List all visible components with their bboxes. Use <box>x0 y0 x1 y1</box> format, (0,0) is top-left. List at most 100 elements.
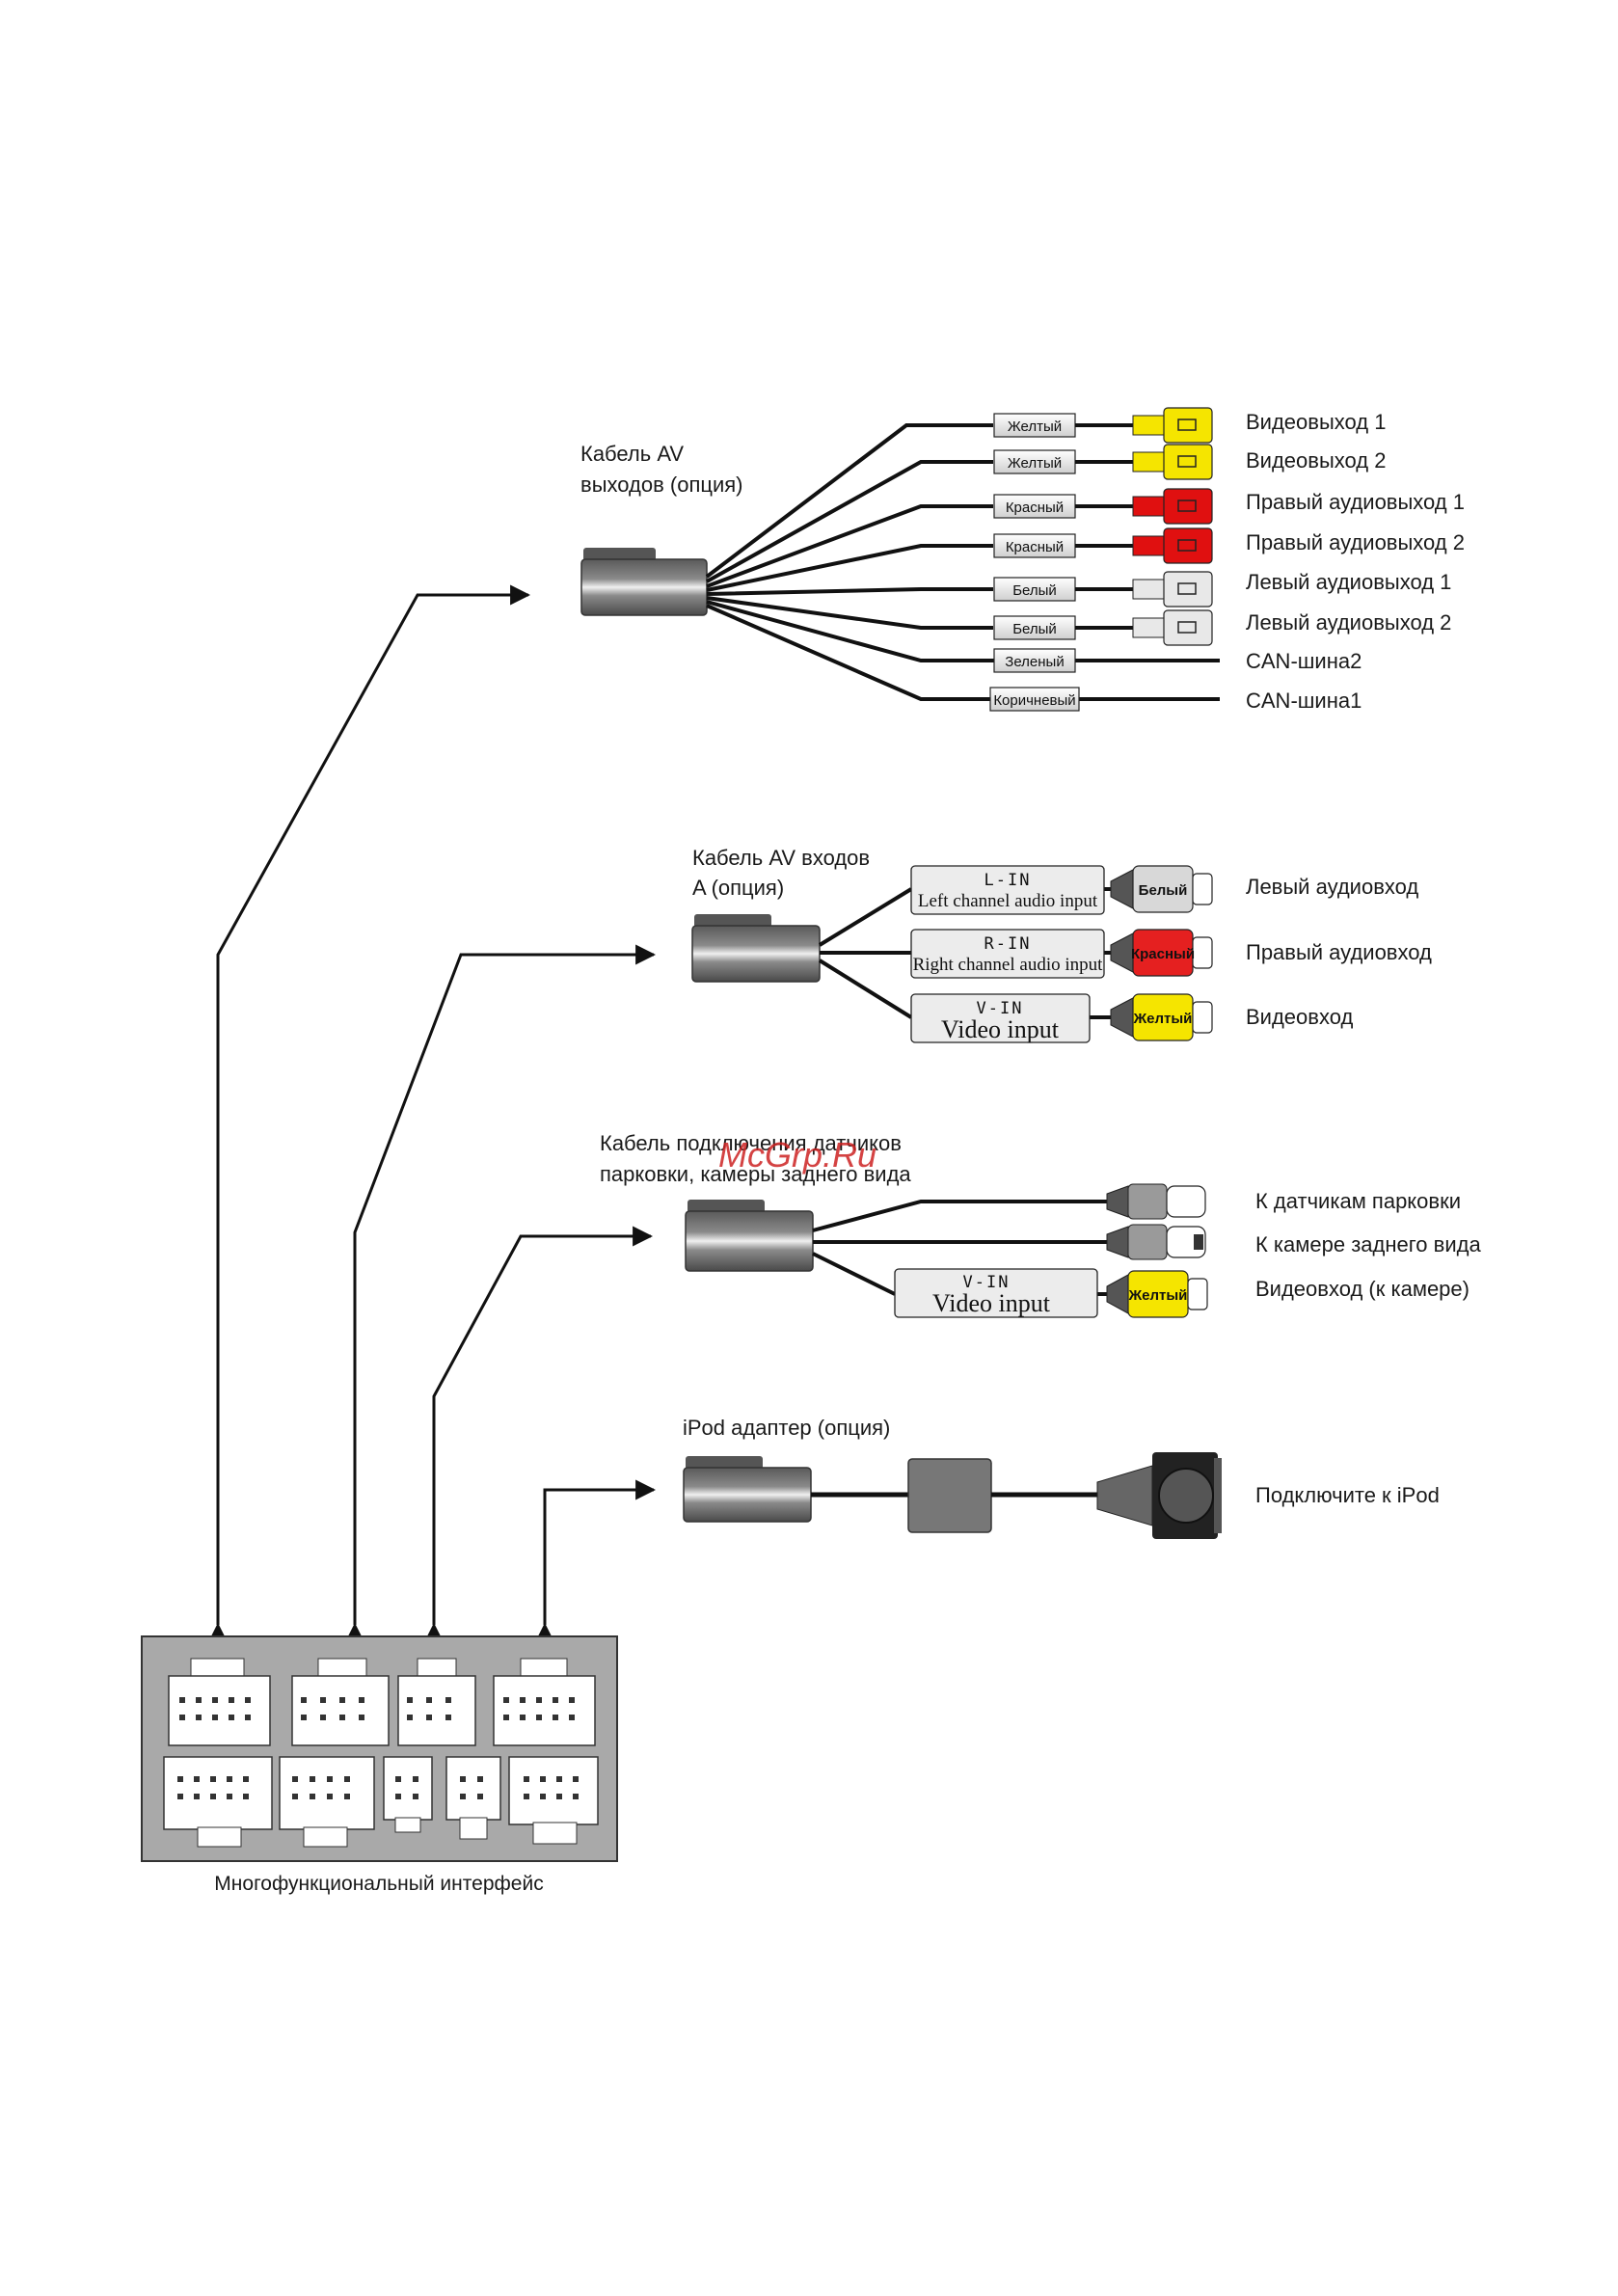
wire-label: Видеовыход 2 <box>1246 448 1386 473</box>
interface-caption: Многофункциональный интерфейс <box>214 1873 543 1895</box>
rca-plug-yellow <box>1106 1270 1208 1318</box>
connector-pins <box>177 1697 579 1799</box>
ipod-adapter-box <box>907 1458 992 1533</box>
box-code: V-IN <box>963 1273 1011 1292</box>
connector-bottom-3 <box>383 1756 433 1833</box>
connector-pin <box>177 1776 183 1782</box>
connector-pin <box>194 1776 200 1782</box>
av-output-row-3: Красный Правый аудиовыход 2 <box>993 527 1465 564</box>
connector-pin <box>407 1697 413 1703</box>
channel-label: Видеовход <box>1246 1005 1353 1029</box>
connector-pin <box>177 1794 183 1799</box>
connector-pin <box>245 1697 251 1703</box>
connector-pin <box>503 1697 509 1703</box>
box-description: Video input <box>941 1015 1060 1043</box>
connector-pin <box>196 1697 202 1703</box>
connector-pin <box>536 1697 542 1703</box>
parking-row-1: К камере заднего вида <box>1106 1224 1481 1260</box>
connector-pin <box>503 1715 509 1720</box>
connector-pin <box>292 1794 298 1799</box>
connector-bottom-4 <box>445 1756 501 1840</box>
connector-pin <box>292 1776 298 1782</box>
connector-pin <box>339 1697 345 1703</box>
ipod-title: iPod адаптер (опция) <box>683 1416 890 1440</box>
connector-pin <box>310 1794 315 1799</box>
connector-bottom-5 <box>508 1756 599 1845</box>
connector-bottom-1 <box>163 1756 273 1848</box>
rca-plug-red <box>1110 929 1213 977</box>
connector-pin <box>569 1697 575 1703</box>
rca-plug-white <box>1110 865 1213 913</box>
line-label: К камере заднего вида <box>1255 1232 1481 1256</box>
wire-tag: Белый <box>1012 582 1057 599</box>
sensor-connector <box>1106 1183 1206 1220</box>
wire-label: Правый аудиовыход 2 <box>1246 530 1465 554</box>
connector-pin <box>553 1697 558 1703</box>
av-output-title-2: выходов (опция) <box>580 473 742 497</box>
connector-pin <box>179 1715 185 1720</box>
wire-tag: Желтый <box>1008 455 1062 472</box>
av-input-wires <box>818 887 1111 1019</box>
interface-box <box>141 1635 618 1862</box>
wire-tag: Белый <box>1012 621 1057 637</box>
connector-pin <box>339 1715 345 1720</box>
connector-pin <box>540 1794 546 1799</box>
connector-pin <box>179 1697 185 1703</box>
plug-tag: Белый <box>1139 882 1188 899</box>
connector-pin <box>524 1794 529 1799</box>
wire-tag: Коричневый <box>993 692 1075 709</box>
wire-tag: Красный <box>1006 539 1064 555</box>
connector-top-4 <box>493 1658 596 1746</box>
connector-pin <box>210 1794 216 1799</box>
connector-pin <box>320 1697 326 1703</box>
arrow-to-ipod <box>534 1479 657 1643</box>
parking-plug <box>685 1200 814 1272</box>
av-input-row-0: L-IN Left channel audio input Белый Левы… <box>910 865 1418 915</box>
line-label: К датчикам парковки <box>1255 1189 1461 1213</box>
connector-pin <box>212 1697 218 1703</box>
av-input-row-2: V-IN Video input Желтый Видеовход <box>910 993 1353 1043</box>
arrow-to-av-output <box>207 584 531 1643</box>
plug-tag: Желтый <box>1128 1287 1188 1304</box>
av-input-section: Кабель AV входов A (опция) L-IN Left cha… <box>691 846 1432 1043</box>
camera-connector <box>1106 1224 1206 1260</box>
av-output-row-7: Коричневый CAN-шина1 <box>989 687 1362 713</box>
connector-pin <box>445 1697 451 1703</box>
box-code: L-IN <box>984 871 1032 890</box>
av-input-title-2: A (опция) <box>692 876 784 900</box>
plug-tag: Желтый <box>1133 1011 1193 1027</box>
connector-pin <box>426 1715 432 1720</box>
wire-label: Видеовыход 1 <box>1246 410 1386 434</box>
connector-pin <box>460 1794 466 1799</box>
connector-pin <box>359 1697 364 1703</box>
av-output-section: Кабель AV выходов (опция) Желтый Видеовы… <box>580 407 1465 713</box>
connection-arrows <box>207 584 657 1643</box>
connector-pin <box>243 1776 249 1782</box>
parking-title-2: парковки, камеры заднего вида <box>600 1162 911 1186</box>
wire-tag: Красный <box>1006 500 1064 516</box>
connector-pin <box>520 1697 526 1703</box>
parking-title-1: Кабель подключения датчиков <box>600 1131 902 1155</box>
wire-label: Правый аудиовыход 1 <box>1246 490 1465 514</box>
connector-pin <box>227 1776 232 1782</box>
plug-tag: Красный <box>1131 946 1195 962</box>
box-description: Video input <box>932 1289 1051 1317</box>
connector-pin <box>556 1776 562 1782</box>
connector-pin <box>573 1776 579 1782</box>
connector-pin <box>301 1697 307 1703</box>
av-input-title-1: Кабель AV входов <box>692 846 870 870</box>
wire-label: CAN-шина1 <box>1246 689 1362 713</box>
parking-row-0: К датчикам парковки <box>1106 1183 1461 1220</box>
watermark: McGrp.Ru <box>718 1135 876 1175</box>
av-output-row-6: Зеленый CAN-шина2 <box>993 648 1362 673</box>
av-output-wires <box>705 423 1220 701</box>
line-label: Видеовход (к камере) <box>1255 1277 1470 1301</box>
connector-pin <box>445 1715 451 1720</box>
connector-pin <box>540 1776 546 1782</box>
box-code: R-IN <box>984 934 1032 954</box>
av-output-row-4: Белый Левый аудиовыход 1 <box>993 570 1451 608</box>
connector-pin <box>569 1715 575 1720</box>
wire-tag: Зеленый <box>1005 654 1064 670</box>
connector-pin <box>310 1776 315 1782</box>
connector-pin <box>524 1776 529 1782</box>
